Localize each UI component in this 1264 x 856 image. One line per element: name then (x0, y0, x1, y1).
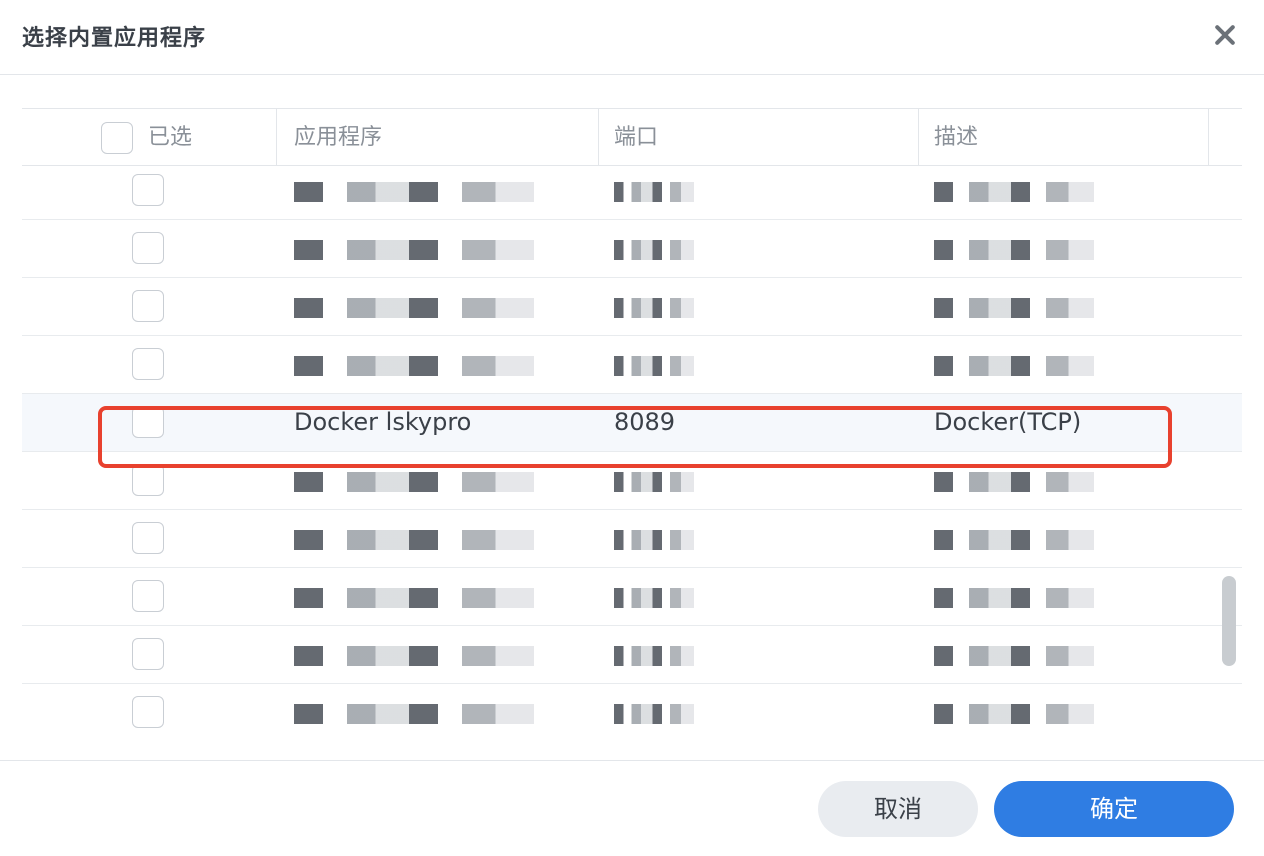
row-checkbox[interactable] (132, 522, 164, 554)
table-row[interactable] (22, 510, 1242, 568)
table-row[interactable] (22, 162, 1242, 220)
row-checkbox[interactable] (132, 174, 164, 206)
row-checkbox[interactable] (132, 696, 164, 728)
obscured-content (934, 356, 1094, 376)
obscured-content (934, 530, 1094, 550)
app-table: 已选 应用程序 端口 描述 Docker lskypro 8089 Docker(T… (22, 108, 1242, 736)
column-divider (918, 109, 919, 166)
row-checkbox[interactable] (132, 290, 164, 322)
obscured-content (294, 530, 534, 550)
cell-app: Docker lskypro (294, 408, 472, 436)
column-header-selected: 已选 (148, 125, 193, 150)
obscured-content (294, 646, 534, 666)
obscured-content (614, 356, 694, 376)
obscured-content (934, 472, 1094, 492)
cell-desc: Docker(TCP) (934, 408, 1082, 436)
cell-port: 8089 (614, 408, 676, 436)
table-row[interactable] (22, 626, 1242, 684)
table-row[interactable] (22, 568, 1242, 626)
column-divider (1208, 109, 1209, 166)
obscured-content (614, 182, 694, 202)
dialog-title: 选择内置应用程序 (22, 26, 207, 51)
column-header-app[interactable]: 应用程序 (294, 125, 383, 150)
obscured-content (934, 182, 1094, 202)
dialog-header: 选择内置应用程序 (0, 0, 1264, 75)
table-row[interactable] (22, 278, 1242, 336)
row-checkbox[interactable] (132, 638, 164, 670)
obscured-content (934, 298, 1094, 318)
row-checkbox[interactable] (132, 464, 164, 496)
obscured-content (934, 588, 1094, 608)
obscured-content (614, 646, 694, 666)
table-row[interactable] (22, 336, 1242, 394)
row-checkbox[interactable] (132, 232, 164, 264)
table-header: 已选 应用程序 端口 描述 (22, 108, 1242, 166)
obscured-content (614, 298, 694, 318)
column-divider (598, 109, 599, 166)
obscured-content (934, 240, 1094, 260)
table-row[interactable] (22, 452, 1242, 510)
table-row[interactable] (22, 220, 1242, 278)
obscured-content (294, 472, 534, 492)
obscured-content (934, 704, 1094, 724)
select-all-checkbox[interactable] (101, 122, 133, 154)
table-scrollbar[interactable] (1222, 576, 1236, 666)
table-row[interactable] (22, 684, 1242, 736)
obscured-content (294, 182, 534, 202)
obscured-content (294, 588, 534, 608)
obscured-content (614, 530, 694, 550)
row-checkbox[interactable] (132, 406, 164, 438)
obscured-content (934, 646, 1094, 666)
obscured-content (294, 240, 534, 260)
obscured-content (614, 472, 694, 492)
obscured-content (294, 356, 534, 376)
column-header-desc[interactable]: 描述 (934, 125, 979, 150)
column-divider (276, 109, 277, 166)
column-header-port[interactable]: 端口 (614, 125, 659, 150)
ok-button[interactable]: 确定 (994, 781, 1234, 837)
obscured-content (614, 704, 694, 724)
row-checkbox[interactable] (132, 580, 164, 612)
row-checkbox[interactable] (132, 348, 164, 380)
obscured-content (294, 298, 534, 318)
obscured-content (614, 240, 694, 260)
cancel-button[interactable]: 取消 (818, 781, 978, 837)
obscured-content (294, 704, 534, 724)
dialog-footer: 取消 确定 (0, 760, 1264, 856)
close-icon[interactable] (1212, 22, 1238, 48)
table-row[interactable]: Docker lskypro 8089 Docker(TCP) (22, 394, 1242, 452)
obscured-content (614, 588, 694, 608)
